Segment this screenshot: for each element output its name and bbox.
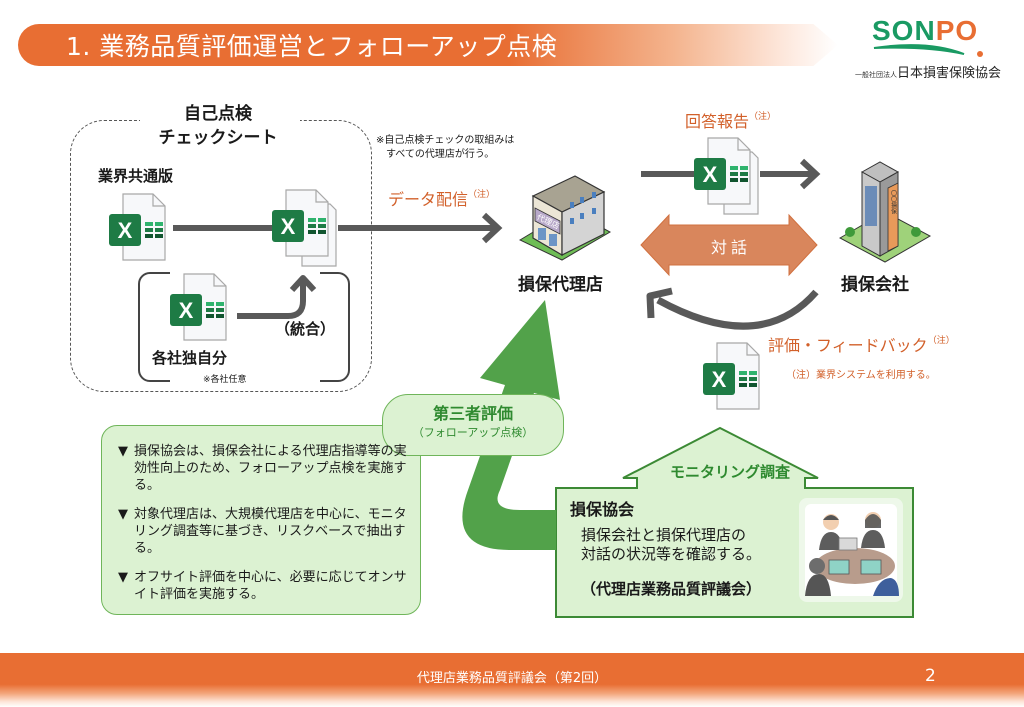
association-description-line2: 対話の状況等を確認する。 <box>581 545 762 563</box>
insurer-label: 損保会社 <box>841 275 909 295</box>
data-delivery-arrowhead <box>481 212 503 244</box>
company-optional-note: ※各社任意 <box>203 375 247 385</box>
third-party-subtitle: （フォローアップ点検） <box>412 426 534 439</box>
common-version-label: 業界共通版 <box>98 167 174 185</box>
footer-bar <box>0 653 1024 707</box>
org-prefix: 一般社団法人 <box>855 71 897 79</box>
page-number: 2 <box>925 666 936 686</box>
self-check-title-line1: 自己点検 <box>184 104 252 124</box>
association-description-line1: 損保会社と損保代理店の <box>581 526 747 544</box>
monitoring-label: モニタリング調査 <box>669 463 790 481</box>
answer-report-label: 回答報告（注） <box>685 108 776 132</box>
logo-swoosh-icon <box>873 44 983 57</box>
title-banner <box>18 24 838 66</box>
description-item: ▼ 対象代理店は、大規模代理店を中心に、モニタリング調査等に基づき、リスクベース… <box>118 506 418 557</box>
self-check-note-line2: すべての代理店が行う。 <box>376 149 495 160</box>
data-delivery-text: データ配信 <box>388 190 469 209</box>
association-description: 損保会社と損保代理店の 対話の状況等を確認する。 <box>581 526 761 564</box>
feedback-arrowhead <box>646 287 673 319</box>
note-marker: （注） <box>468 190 496 200</box>
feedback-arrow <box>656 289 819 330</box>
insurer-sign: 〇〇損保 <box>890 190 897 215</box>
feedback-label: 評価・フィードバック（注） <box>768 332 955 356</box>
note-marker: （注） <box>749 112 777 122</box>
description-text: オフサイト評価を中心に、必要に応じてオンサイト評価を実施する。 <box>134 570 407 602</box>
note-marker: （注） <box>927 336 955 346</box>
third-party-pill <box>382 394 564 456</box>
excel-answer-icon <box>694 138 758 214</box>
logo-brand-left: SON <box>872 15 936 46</box>
description-text: 損保協会は、損保会社による代理店指導等の実効性向上のため、フォローアップ点検を実… <box>134 444 407 493</box>
self-check-title-mask <box>140 100 300 150</box>
feedback-text: 評価・フィードバック <box>768 336 928 355</box>
insurer-building-icon: 〇〇損保 <box>838 161 932 263</box>
description-item: ▼ 損保協会は、損保会社による代理店指導等の実効性向上のため、フォローアップ点検… <box>118 443 418 494</box>
self-check-note: ※自己点検チェックの取組みは すべての代理店が行う。 <box>376 134 514 162</box>
self-check-title: 自己点検 チェックシート <box>128 102 308 150</box>
third-party-title: 第三者評価 <box>432 404 513 423</box>
meeting-illustration-icon <box>799 498 903 602</box>
triangle-bullet-icon: ▼ <box>118 570 128 585</box>
description-text: 対象代理店は、大規模代理店を中心に、モニタリング調査等に基づき、リスクベースで抽… <box>134 507 407 556</box>
council-label: （代理店業務品質評議会） <box>581 580 762 598</box>
page-title: 1. 業務品質評価運営とフォローアップ点検 <box>66 32 558 61</box>
dialogue-label: 対話 <box>710 238 751 257</box>
answer-report-arrowhead <box>799 158 821 190</box>
org-name: 一般社団法人日本損害保険協会 <box>855 62 1001 81</box>
data-delivery-label: データ配信（注） <box>388 186 495 210</box>
description-box <box>101 425 421 615</box>
excel-feedback-icon <box>702 342 760 410</box>
triangle-bullet-icon: ▼ <box>118 444 128 459</box>
answer-report-text: 回答報告 <box>685 112 750 131</box>
agency-sign: 代理店 <box>535 212 561 231</box>
integrate-label: （統合） <box>275 320 336 338</box>
description-item: ▼ オフサイト評価を中心に、必要に応じてオンサイト評価を実施する。 <box>118 569 418 603</box>
association-title: 損保協会 <box>570 500 635 519</box>
triangle-bullet-icon: ▼ <box>118 507 128 522</box>
system-note: （注）業界システムを利用する。 <box>786 370 936 381</box>
footer-text: 代理店業務品質評議会（第2回） <box>416 671 608 686</box>
agency-label: 損保代理店 <box>518 275 603 295</box>
company-own-label: 各社独自分 <box>152 349 228 367</box>
sonpo-logo: SONPO <box>872 16 978 46</box>
logo-brand-right: PO <box>935 15 979 46</box>
org-name-main: 日本損害保険協会 <box>897 66 1002 81</box>
self-check-title-line2: チェックシート <box>158 128 278 148</box>
agency-building-icon: 代理店 <box>518 175 612 261</box>
self-check-note-line1: ※自己点検チェックの取組みは <box>376 135 515 146</box>
